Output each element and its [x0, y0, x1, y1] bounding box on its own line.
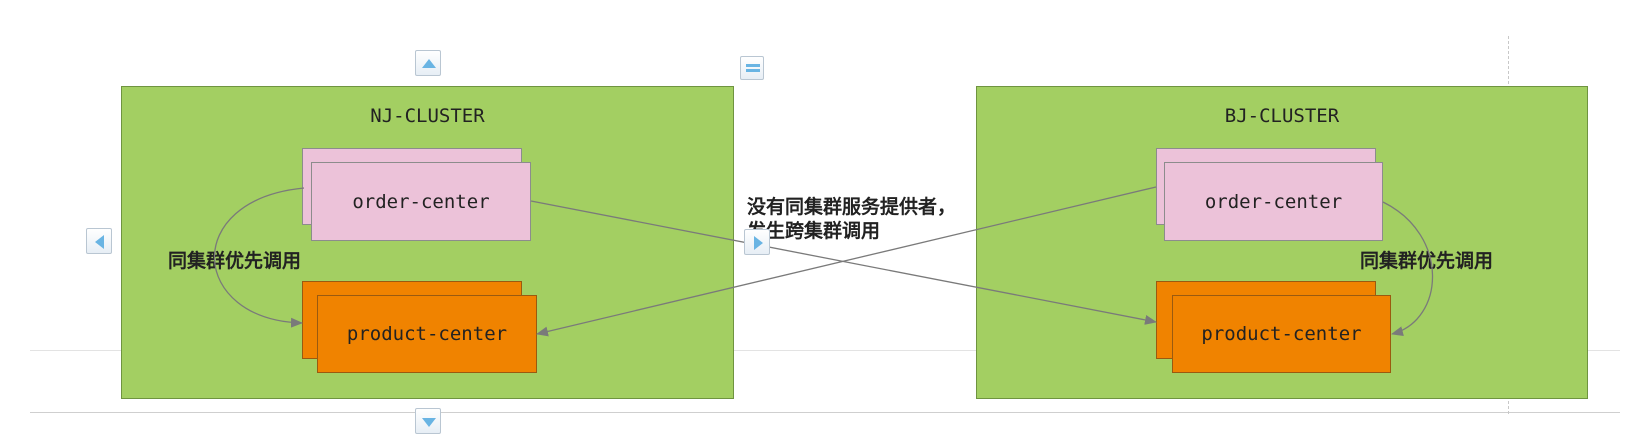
cross-cluster-label: 没有同集群服务提供者，发生跨集群调用	[747, 196, 957, 242]
nj-local-call-arrow	[213, 187, 305, 328]
menu-icon	[746, 64, 760, 72]
product-center-node[interactable]: product-center	[317, 295, 537, 373]
cluster-title: NJ-CLUSTER	[370, 105, 485, 127]
nj-cluster[interactable]: NJ-CLUSTER	[121, 86, 734, 399]
arrow-down-icon	[422, 418, 436, 427]
menu-handle[interactable]	[740, 56, 764, 80]
arrow-left-icon	[95, 235, 104, 249]
expand-left-handle[interactable]	[86, 228, 112, 254]
cluster-title: BJ-CLUSTER	[1224, 105, 1340, 127]
expand-down-handle[interactable]	[415, 408, 441, 434]
order-center-node[interactable]: order-center	[311, 162, 531, 241]
arrow-up-icon	[422, 59, 436, 68]
order-center-node[interactable]: order-center	[1164, 162, 1383, 241]
local-call-label: 同集群优先调用	[168, 250, 302, 272]
guide-line	[30, 412, 1620, 413]
arrow-right-icon	[754, 236, 763, 250]
guide-line	[30, 350, 1620, 351]
expand-up-handle[interactable]	[415, 50, 441, 76]
local-call-label: 同集群优先调用	[1360, 250, 1494, 272]
bj-to-nj-cross-arrow	[536, 186, 1157, 337]
expand-right-handle[interactable]	[744, 229, 770, 255]
product-center-node[interactable]: product-center	[1172, 295, 1391, 373]
bj-local-call-arrow	[1382, 201, 1434, 337]
